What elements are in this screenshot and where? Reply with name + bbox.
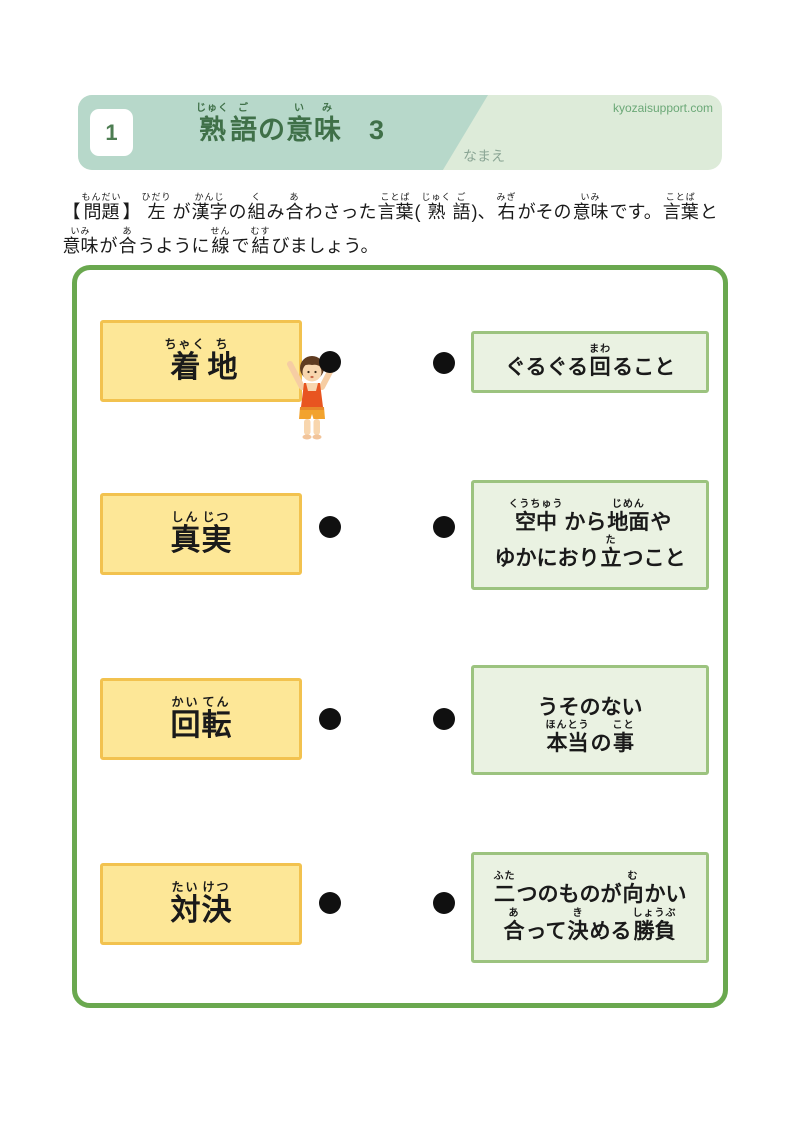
worksheet-number: 1	[105, 119, 118, 145]
worksheet-number-box: 1	[90, 109, 133, 156]
exercise-area: ちゃく着ち地 しん真じつ実 かい回てん転 たい対けつ決	[72, 265, 728, 1008]
connector-dot-right-2	[433, 516, 455, 538]
connector-dot-left-1	[319, 351, 341, 373]
worksheet-header: 1 じゅく熟ご語 のい意み味 3 なまえ kyozaisupport.com	[78, 95, 722, 170]
connector-dot-left-3	[319, 708, 341, 730]
site-url: kyozaisupport.com	[612, 101, 713, 115]
meaning-box-1: ぐるぐるまわ回 ること	[471, 331, 709, 393]
connector-dot-right-4	[433, 892, 455, 914]
name-field-label: なまえ	[463, 148, 505, 164]
gymnast-illustration	[287, 356, 337, 440]
word-box-chakuchi: ちゃく着ち地	[100, 320, 302, 402]
instructions-text: 【もんだい問題 】ひだり左 がかんじ漢字 のく組 みあ合 わさったことば言葉 (…	[62, 192, 718, 256]
meaning-box-2: くうちゅう空中 からじめん地面 や ゆかにおりた立 つこと	[471, 480, 709, 590]
meaning-box-3: うそのないほんとう本当 のこと事	[471, 665, 709, 775]
word-box-shinjitsu: しん真じつ実	[100, 493, 302, 575]
connector-dot-left-4	[319, 892, 341, 914]
connector-dot-right-3	[433, 708, 455, 730]
word-box-kaiten: かい回てん転	[100, 678, 302, 760]
word-box-taiketsu: たい対けつ決	[100, 863, 302, 945]
meaning-box-4: ふた二 つのものがむ向 かいあ合 ってき決 めるしょうぶ勝負	[471, 852, 709, 963]
worksheet-title: じゅく熟ご語 のい意み味 3	[195, 103, 385, 145]
connector-dot-left-2	[319, 516, 341, 538]
connector-dot-right-1	[433, 352, 455, 374]
